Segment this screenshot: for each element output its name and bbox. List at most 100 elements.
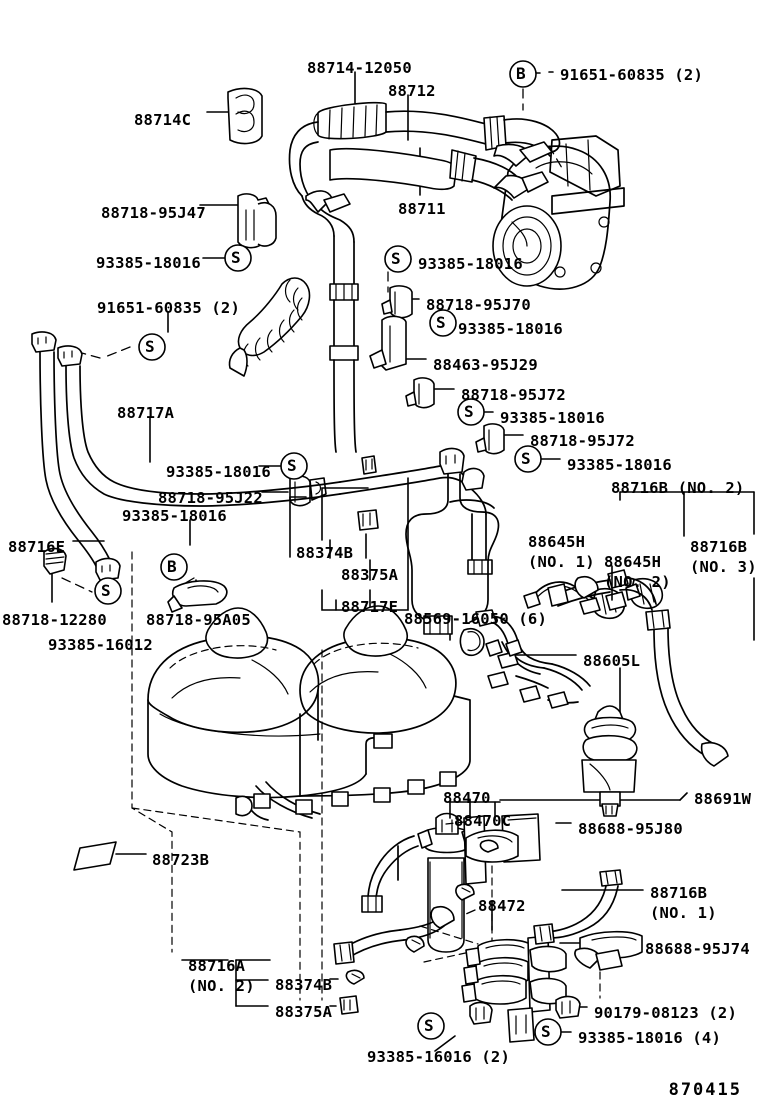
- part-label-l18: 93385-18016: [166, 463, 271, 481]
- part-label-l21: 93385-18016: [122, 507, 227, 525]
- s-marker-icon-10: S: [424, 1016, 434, 1035]
- b-marker-icon-2: B: [516, 64, 526, 83]
- part-label-l47: (NO. 2): [188, 977, 255, 995]
- part-label-l11: 93385-18016: [458, 320, 563, 338]
- part-label-l36: 88605L: [583, 652, 641, 670]
- part-label-l48: 88374B: [275, 976, 333, 994]
- part-label-l45: 88688-95J74: [645, 940, 750, 958]
- clamp-88718-95J72-b: [475, 423, 505, 455]
- part-label-l25: 88645H: [604, 553, 662, 571]
- part-label-l43: 88716B: [650, 884, 708, 902]
- nut-88718-12280: [43, 547, 67, 575]
- part-label-l23: 88645H: [528, 533, 586, 551]
- corrugated-hose-88717: [228, 277, 311, 377]
- part-label-l17: 93385-18016: [567, 456, 672, 474]
- part-label-l49: 90179-08123 (2): [594, 1004, 737, 1022]
- clamp-88718-95J70: [381, 285, 413, 319]
- clamp-88714C: [227, 87, 263, 145]
- part-label-l50: 88375A: [275, 1003, 333, 1021]
- part-label-l44: (NO. 1): [650, 904, 717, 922]
- part-label-l03: 91651-60835 (2): [560, 66, 703, 84]
- part-label-l42: 88472: [478, 897, 526, 915]
- clamp-88718-95J72-a: [405, 377, 435, 409]
- s-marker-icon-6: S: [521, 449, 531, 468]
- compressor-assembly: [492, 135, 625, 290]
- part-label-l32: 88718-12280: [2, 611, 107, 629]
- part-label-l30: 88375A: [341, 566, 399, 584]
- fasteners-88374B-88375A-mid: [321, 455, 409, 611]
- part-label-l39: 88691W: [694, 790, 752, 808]
- part-label-l08: 93385-18016: [418, 255, 523, 273]
- bracket-88463-95J29: [369, 315, 407, 371]
- bracket-box-88470: [449, 801, 501, 819]
- part-label-l37: 88470: [443, 789, 491, 807]
- part-label-l52: 93385-16016 (2): [367, 1048, 510, 1066]
- s-marker-icon-5: S: [464, 402, 474, 421]
- part-label-l16: 88718-95J72: [530, 432, 635, 450]
- part-label-l33: 88718-95A05: [146, 611, 251, 629]
- bracket-box-88716B-no2: [611, 491, 755, 641]
- part-label-l51: 93385-18016 (4): [578, 1029, 721, 1047]
- part-label-l19: 88716B (NO. 2): [611, 479, 745, 497]
- part-label-l40: 88688-95J80: [578, 820, 683, 838]
- part-label-l12: 88463-95J29: [433, 356, 538, 374]
- part-label-l07: 93385-18016: [96, 254, 201, 272]
- clamp-88718-95J22: [289, 475, 327, 507]
- part-label-l14: 93385-18016: [500, 409, 605, 427]
- callout-markers: [94, 60, 562, 1046]
- s-marker-icon-9: S: [101, 581, 111, 600]
- harness-88645H-no2: [625, 577, 664, 610]
- part-label-l41: 88723B: [152, 851, 210, 869]
- part-label-l04: 88714C: [134, 111, 192, 129]
- plate-88723B: [73, 841, 117, 871]
- part-label-l34: 93385-16012: [48, 636, 153, 654]
- part-label-l26: (NO. 2): [604, 573, 671, 591]
- drawing-number: 870415: [668, 1080, 742, 1100]
- hose-88712-88711: [288, 110, 561, 453]
- part-label-l38: 88470C: [454, 812, 512, 830]
- clip-88569-16050: [459, 627, 523, 657]
- part-label-l09: 91651-60835 (2): [97, 299, 240, 317]
- hose-88714-12050: [313, 101, 387, 140]
- part-label-l46: 88716A: [188, 957, 246, 975]
- s-marker-icon-11: S: [541, 1022, 551, 1041]
- part-label-l29: 88374B: [296, 544, 354, 562]
- clamp-88718-95A05: [167, 580, 228, 613]
- part-label-l28: (NO. 3): [690, 558, 757, 576]
- part-label-l06: 88718-95J47: [101, 204, 206, 222]
- bracket-box-88717E: [289, 496, 307, 558]
- part-88472: [419, 925, 567, 1043]
- clamp-88718-95J47: [237, 193, 277, 249]
- part-label-l05: 88711: [398, 200, 446, 218]
- part-label-l10: 88718-95J70: [426, 296, 531, 314]
- pipe-88717E-right: [461, 467, 493, 575]
- part-label-l15: 88717A: [117, 404, 175, 422]
- s-marker-icon-1: S: [391, 249, 401, 268]
- bracket-88688-95J80: [465, 813, 541, 1025]
- part-label-l35: 88569-16050 (6): [404, 610, 547, 628]
- part-label-l01: 88714-12050: [307, 59, 412, 77]
- part-label-l02: 88712: [388, 82, 436, 100]
- harness-88605L: [475, 609, 591, 709]
- valve-88691W: [581, 705, 638, 817]
- s-marker-icon-3: S: [145, 337, 155, 356]
- s-marker-icon-7: S: [287, 456, 297, 475]
- bracket-88688-95J74: [555, 930, 643, 1019]
- part-label-l22: 88716E: [8, 538, 66, 556]
- s-marker-icon-4: S: [436, 313, 446, 332]
- fasteners-88374B-88375A-bottom: [181, 959, 365, 1015]
- blower-evaporator-unit: [131, 551, 471, 1001]
- s-marker-icon-0: S: [231, 248, 241, 267]
- loop-pipe-88717E: [405, 447, 500, 635]
- b-marker-icon-8: B: [167, 557, 177, 576]
- part-label-l24: (NO. 1): [528, 553, 595, 571]
- pipe-88717A-88716E: [31, 331, 471, 581]
- part-label-l27: 88716B: [690, 538, 748, 556]
- pipe-88716A-no2: [333, 905, 455, 965]
- part-label-l20: 88718-95J22: [158, 489, 263, 507]
- part-label-l13: 88718-95J72: [461, 386, 566, 404]
- part-label-l31: 88717E: [341, 598, 399, 616]
- pipe-88716B-no1: [533, 869, 623, 945]
